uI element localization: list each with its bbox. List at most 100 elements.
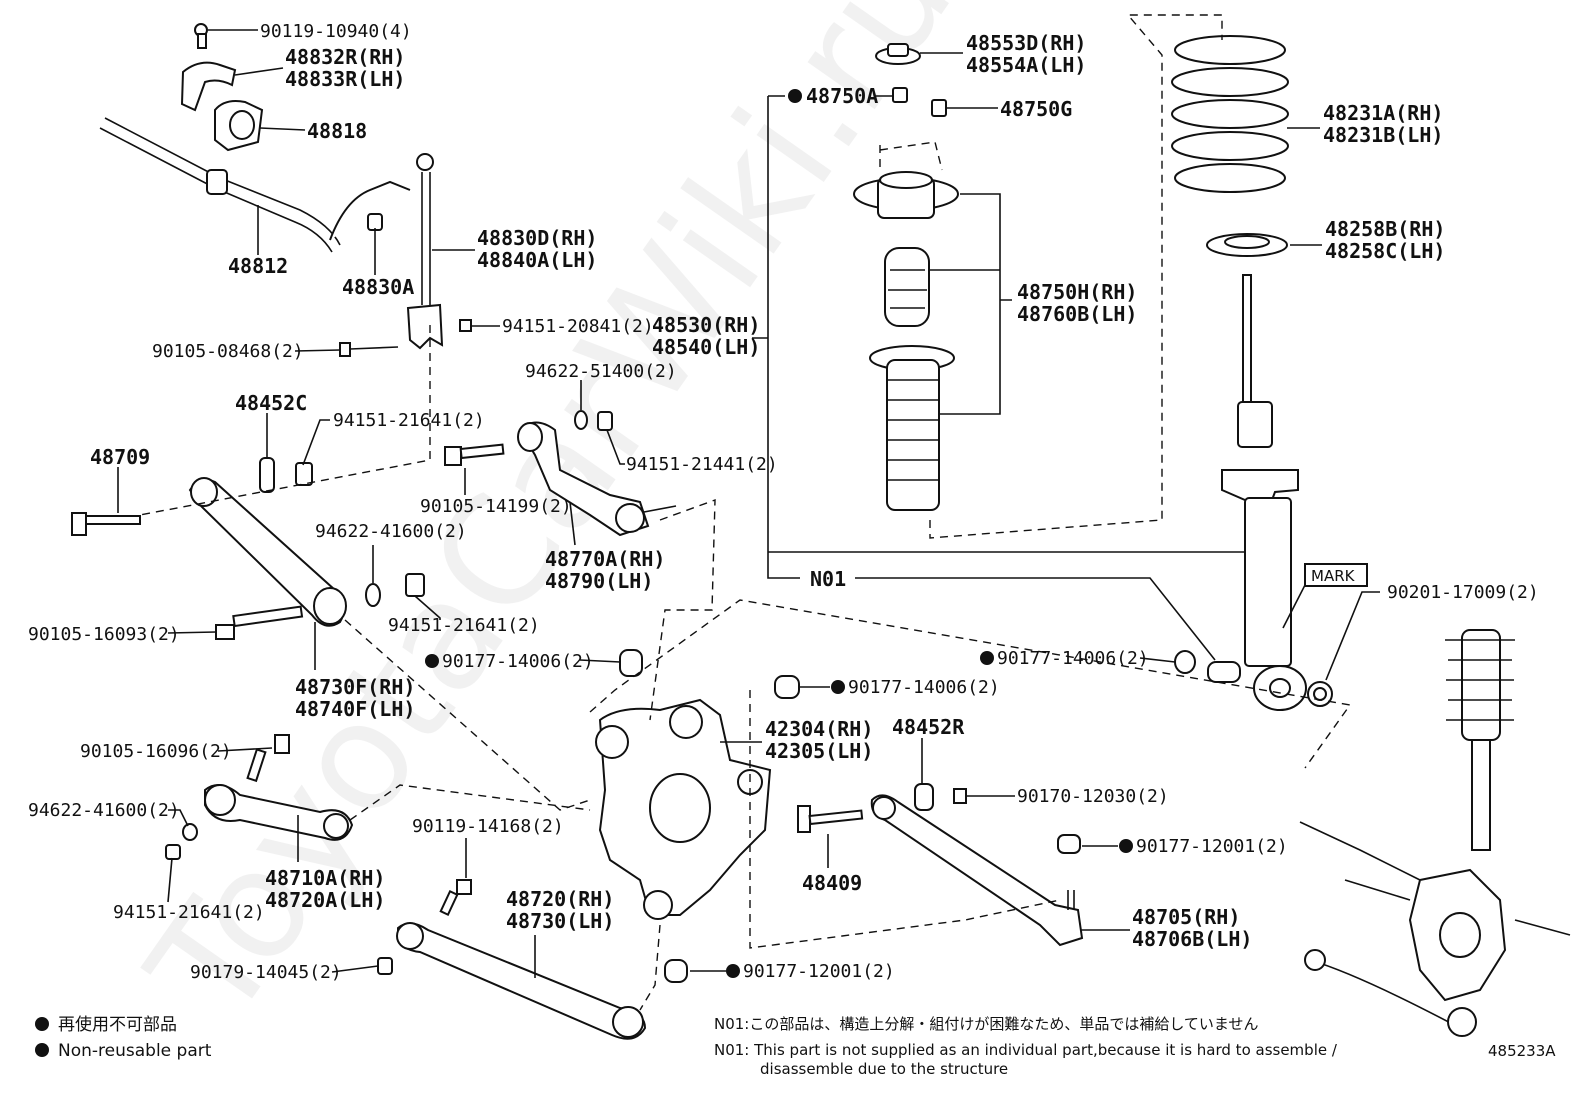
label-94151-21441: 94151-21441(2)	[626, 454, 778, 475]
nut-90177-14006b	[774, 675, 800, 699]
washer-94622-41600a	[365, 583, 381, 607]
nut-90177-12001a	[664, 959, 688, 983]
nut-90170-12030	[953, 788, 967, 804]
label-90105-16093: 90105-16093(2)	[28, 624, 180, 645]
label-48706b: 48706B(LH)	[1132, 927, 1252, 951]
knuckle-42304	[595, 698, 772, 920]
arm-48705	[870, 794, 1084, 947]
label-90119-10940: 90119-10940(4)	[260, 21, 412, 42]
label-48730: 48730(LH)	[506, 909, 614, 933]
label-48750g: 48750G	[1000, 97, 1072, 121]
label-48409: 48409	[802, 871, 862, 895]
collar	[1207, 661, 1241, 683]
footnotes: N01:この部品は、構造上分解・組付けが困難なため、単品では補給していません N…	[714, 1015, 1338, 1078]
arm-48770a	[517, 421, 677, 537]
non-reusable-dot	[831, 680, 845, 694]
non-reusable-dot	[788, 89, 802, 103]
nut-94151-21641c	[165, 844, 181, 860]
label-42305: 42305(LH)	[765, 739, 873, 763]
plate-48452r	[914, 783, 934, 811]
bump-stop	[884, 247, 930, 327]
nut-90177-12001b	[1057, 834, 1081, 854]
cap-48553d	[875, 43, 921, 65]
nut-94151-21441	[597, 411, 613, 431]
label-90177-14006a: 90177-14006(2)	[442, 651, 594, 672]
bolt-90105-16096	[246, 734, 290, 783]
non-reusable-dot	[980, 651, 994, 665]
label-90105-08468: 90105-08468(2)	[152, 341, 304, 362]
non-reusable-dot	[425, 654, 439, 668]
label-48740f: 48740F(LH)	[295, 697, 415, 721]
arm-48720	[396, 922, 647, 1040]
bolt-90119-14168	[439, 879, 472, 916]
bracket-48832r	[180, 61, 237, 112]
label-94151-21641a: 94151-21641(2)	[333, 410, 485, 431]
legend-jp: 再使用不可部品	[58, 1014, 177, 1035]
label-48790: 48790(LH)	[545, 569, 653, 593]
label-48258c: 48258C(LH)	[1325, 239, 1445, 263]
label-48530: 48530(RH)	[652, 313, 760, 337]
dust-boot	[869, 345, 955, 511]
label-48452c: 48452C	[235, 391, 307, 415]
label-48818: 48818	[307, 119, 367, 143]
label-48833r: 48833R(LH)	[285, 67, 405, 91]
nut-90177-14006a	[619, 649, 643, 677]
label-90179-14045: 90179-14045(2)	[190, 962, 342, 983]
label-48830d: 48830D(RH)	[477, 226, 597, 250]
label-48258b: 48258B(RH)	[1325, 217, 1445, 241]
washer-94622-41600b	[182, 823, 198, 841]
label-48554a: 48554A(LH)	[966, 53, 1086, 77]
label-90177-14006c: 90177-14006(2)	[997, 648, 1149, 669]
bolt-90119-10940	[194, 23, 208, 49]
plate-48452c	[259, 457, 275, 493]
label-48812: 48812	[228, 254, 288, 278]
label-90177-12001a: 90177-12001(2)	[743, 961, 895, 982]
label-48830a: 48830A	[342, 275, 414, 299]
label-48710a: 48710A(RH)	[265, 866, 385, 890]
shock-absorber	[1221, 274, 1307, 711]
bolt-90105-08468	[339, 342, 399, 357]
figure-id: 485233A	[1488, 1042, 1556, 1060]
link-48830d	[406, 153, 444, 350]
bolt-48709	[71, 512, 141, 536]
note-en-line1: N01: This part is not supplied as an ind…	[714, 1041, 1338, 1059]
label-94622-41600a: 94622-41600(2)	[315, 521, 467, 542]
label-48770a: 48770A(RH)	[545, 547, 665, 571]
note-jp: N01:この部品は、構造上分解・組付けが困難なため、単品では補給していません	[714, 1015, 1258, 1033]
washer-90201-17009	[1307, 681, 1333, 707]
label-94151-21641b: 94151-21641(2)	[388, 615, 540, 636]
label-90201-17009: 90201-17009(2)	[1387, 582, 1539, 603]
mount-48750h	[853, 171, 959, 219]
label-48553d: 48553D(RH)	[966, 31, 1086, 55]
nut-90179-14045	[377, 957, 393, 975]
bushing-48818	[214, 100, 264, 152]
assembled-view-thumbnail	[1299, 629, 1571, 1037]
label-48720a: 48720A(LH)	[265, 888, 385, 912]
coil-spring-48231a	[1171, 35, 1289, 193]
legend-en: Non-reusable part	[58, 1041, 212, 1061]
label-48231b: 48231B(LH)	[1323, 123, 1443, 147]
label-42304: 42304(RH)	[765, 717, 873, 741]
legend: 再使用不可部品 Non-reusable part	[35, 1014, 212, 1061]
label-94151-20841: 94151-20841(2)	[502, 316, 654, 337]
label-90177-14006b: 90177-14006(2)	[848, 677, 1000, 698]
label-48730f: 48730F(RH)	[295, 675, 415, 699]
nut-48750g	[931, 99, 947, 117]
label-48832r: 48832R(RH)	[285, 45, 405, 69]
mark-tag-box	[1304, 563, 1368, 587]
label-90119-14168: 90119-14168(2)	[412, 816, 564, 837]
washer-94622-51400	[574, 410, 588, 430]
label-48760b: 48760B(LH)	[1017, 302, 1137, 326]
bolt-48409	[797, 805, 864, 833]
bolt-90105-16093	[215, 605, 304, 640]
leader-lines	[117, 29, 1380, 978]
arm-48730f	[188, 477, 347, 627]
nut-94151-21641b	[405, 573, 425, 597]
nut-94151-20841	[459, 319, 472, 332]
nut-48750a	[892, 87, 908, 103]
note-en-line2: disassemble due to the structure	[760, 1060, 1008, 1078]
seat-48258b	[1206, 233, 1288, 257]
dashed-assembly-lines	[139, 14, 1352, 1011]
label-n01: N01	[810, 567, 846, 591]
